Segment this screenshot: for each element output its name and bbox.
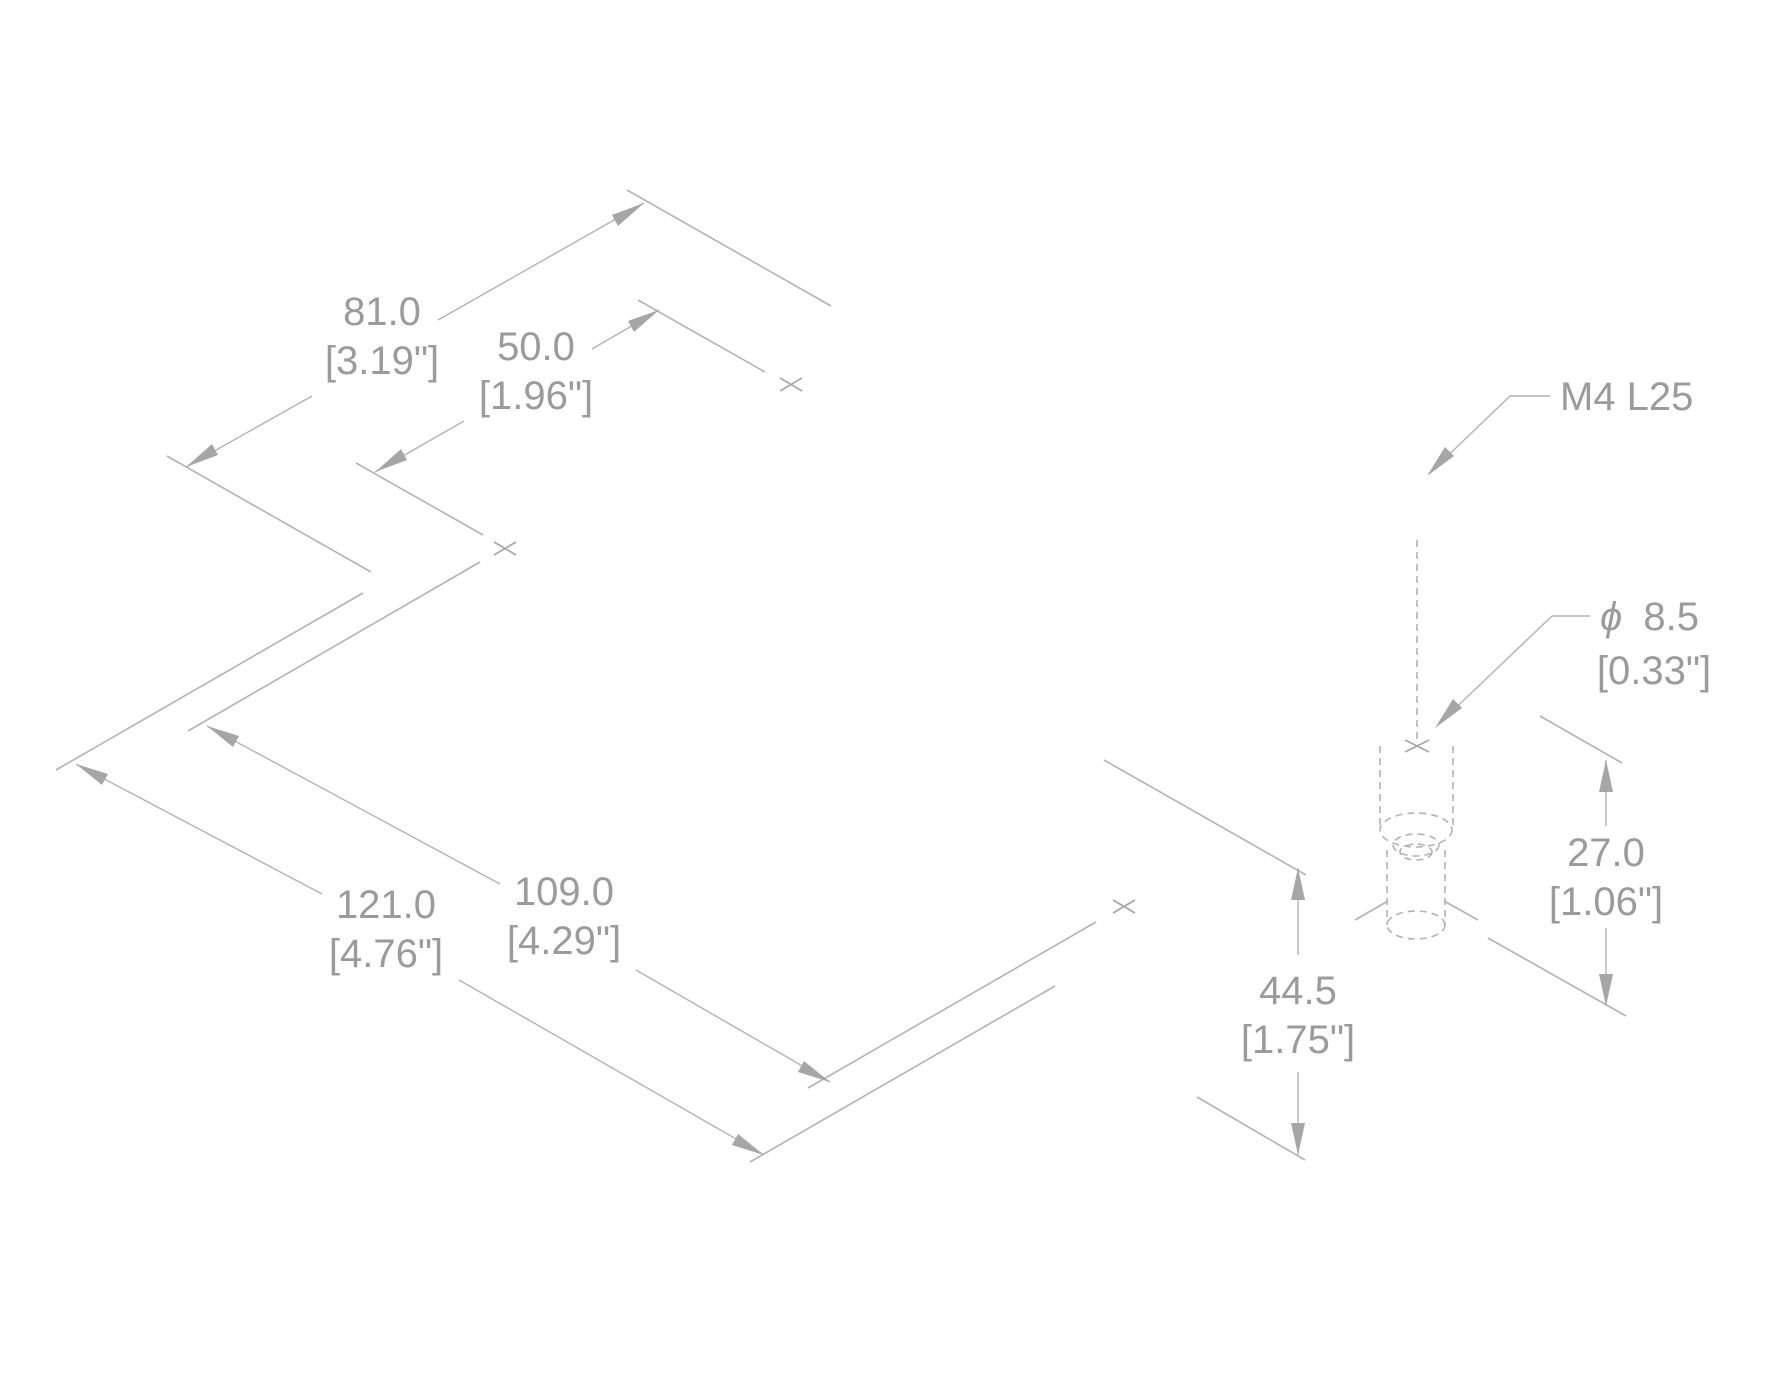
bolt-callout: M4 L25: [1427, 375, 1693, 476]
dimension-44: 44.5 [1.75"]: [1241, 868, 1355, 1155]
dimension-121: 121.0 [4.76"]: [75, 763, 765, 1156]
dimension-81: 81.0 [3.19"]: [185, 202, 645, 468]
dimension-81-inch: [3.19"]: [325, 339, 439, 383]
dimension-121-mm: 121.0: [336, 883, 436, 927]
dimension-44-mm: 44.5: [1259, 969, 1337, 1013]
dimension-27: 27.0 [1.06"]: [1487, 715, 1663, 1017]
dimension-109-inch: [4.29"]: [507, 919, 621, 963]
center-mark: [779, 377, 803, 392]
diameter-callout-inch: [0.33"]: [1597, 649, 1711, 693]
dimension-50: 50.0 [1.96"]: [374, 309, 660, 473]
standoff-assembly: [1354, 540, 1479, 940]
bolt-callout-label: M4 L25: [1560, 375, 1693, 419]
dimension-44-inch: [1.75"]: [1241, 1018, 1355, 1062]
diameter-icon: ϕ: [1600, 595, 1622, 639]
dimension-121-inch: [4.76"]: [329, 932, 443, 976]
center-mark: [1112, 899, 1136, 914]
dimension-109: 109.0 [4.29"]: [206, 725, 831, 1083]
diameter-callout-mm: 8.5: [1643, 595, 1699, 639]
dimension-50-inch: [1.96"]: [479, 374, 593, 418]
dimension-81-mm: 81.0: [343, 290, 421, 334]
dimension-109-mm: 109.0: [514, 870, 614, 914]
diameter-callout: ϕ 8.5 [0.33"]: [1435, 595, 1711, 728]
dimension-27-inch: [1.06"]: [1549, 880, 1663, 924]
dimension-27-mm: 27.0: [1567, 831, 1645, 875]
dimension-50-mm: 50.0: [497, 325, 575, 369]
center-mark: [493, 541, 517, 556]
diameter-callout-value: ϕ 8.5: [1600, 595, 1699, 639]
plate-outline: [55, 189, 1307, 1163]
